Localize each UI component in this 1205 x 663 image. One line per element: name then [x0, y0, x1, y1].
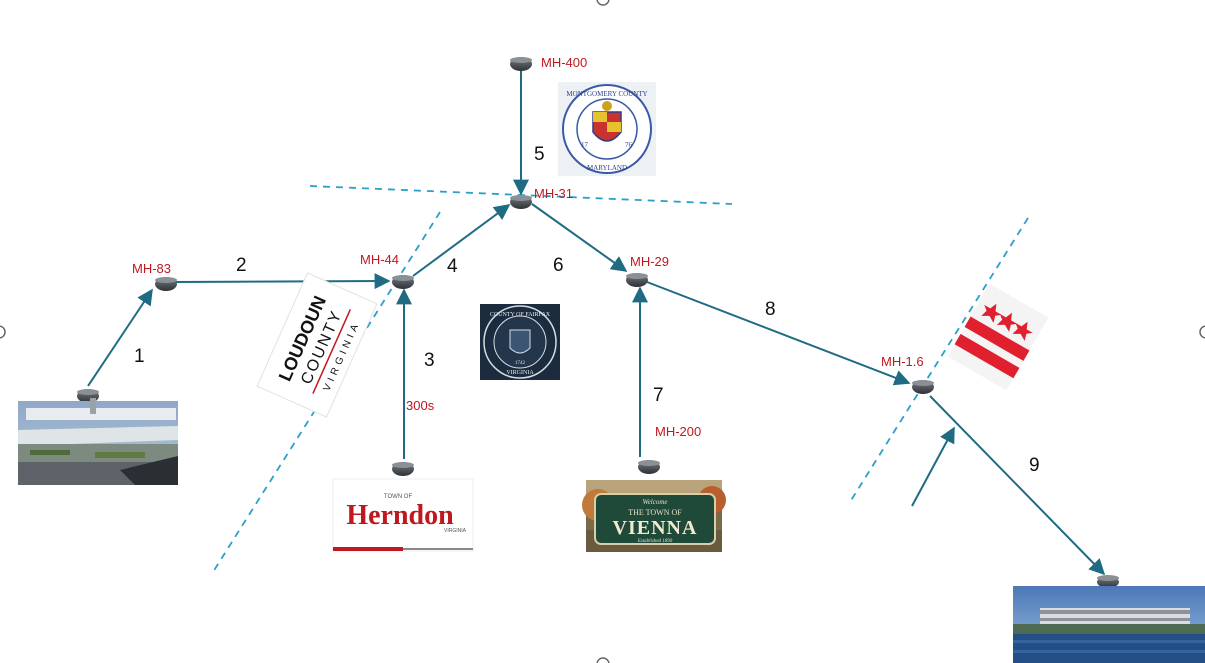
label-mh-1-6: MH-1.6: [881, 354, 924, 369]
manhole-icon: [626, 273, 648, 287]
pipe-segment-4: [412, 204, 511, 277]
montgomery-top-text: MONTGOMERY COUNTY: [566, 90, 647, 98]
selection-handle-bottom[interactable]: [596, 657, 610, 663]
segment-number-1: 1: [134, 346, 145, 367]
herndon-sub-text: VIRGINIA: [444, 528, 467, 534]
montgomery-year-right: 76: [625, 141, 633, 149]
segment-number-8: 8: [765, 299, 776, 320]
herndon-logo: TOWN OF Herndon VIRGINIA: [332, 478, 474, 552]
label-mh-83: MH-83: [132, 261, 171, 276]
label-300s: 300s: [406, 398, 435, 413]
airport-photo: [18, 398, 178, 485]
segment-number-7: 7: [653, 385, 664, 406]
label-mh-31: MH-31: [534, 186, 573, 201]
manhole-icon: [155, 277, 177, 291]
fairfax-top-text: COUNTY OF FAIRFAX: [490, 312, 551, 318]
pipe-segment-1: [87, 288, 153, 387]
manhole-icon: [392, 462, 414, 476]
pipe-segment-6: [531, 203, 628, 272]
pipe-segment-8: [646, 281, 911, 386]
label-mh-200: MH-200: [655, 424, 701, 439]
label-mh-29: MH-29: [630, 254, 669, 269]
treatment-plant-photo: [1013, 586, 1205, 663]
vienna-established: Established 1890: [637, 539, 673, 544]
segment-number-2: 2: [236, 255, 247, 276]
pipe-segment-2: [174, 273, 391, 290]
manhole-icon: [392, 275, 414, 289]
segment-number-6: 6: [553, 255, 564, 276]
pipe-inflow-arrow: [911, 426, 955, 507]
loudoun-county-logo: LOUDOUN COUNTY VIRGINIA: [256, 272, 378, 418]
herndon-name: Herndon: [346, 500, 454, 531]
manhole-icon: [638, 460, 660, 474]
montgomery-bottom-text: MARYLAND: [587, 164, 627, 172]
segment-number-5: 5: [534, 144, 545, 165]
fairfax-bottom-text: VIRGINIA: [506, 370, 534, 376]
segment-number-3: 3: [424, 350, 435, 371]
label-mh-44: MH-44: [360, 252, 399, 267]
vienna-line1: THE TOWN OF: [628, 508, 682, 517]
manhole-icon: [510, 195, 532, 209]
label-mh-400: MH-400: [541, 55, 587, 70]
manhole-icon: [912, 380, 934, 394]
segment-number-9: 9: [1029, 455, 1040, 476]
herndon-small-text: TOWN OF: [384, 494, 413, 500]
fairfax-year: 1742: [515, 361, 526, 366]
vienna-sign-photo: Welcome THE TOWN OF VIENNA Established 1…: [582, 480, 726, 552]
selection-handle-top[interactable]: [596, 0, 610, 6]
selection-handle-left[interactable]: [0, 325, 6, 339]
segment-number-4: 4: [447, 256, 458, 277]
manhole-icon: [510, 57, 532, 71]
selection-handle-right[interactable]: [1199, 325, 1205, 339]
pipe-segment-9: [929, 395, 1106, 576]
dc-flag: [947, 283, 1049, 391]
vienna-welcome: Welcome: [642, 498, 667, 506]
boundary-dc: [849, 217, 1029, 503]
vienna-line2: VIENNA: [613, 517, 698, 539]
montgomery-year-left: 17: [581, 141, 589, 149]
montgomery-county-seal: MONTGOMERY COUNTY MARYLAND 17 76: [558, 82, 656, 176]
fairfax-county-seal: COUNTY OF FAIRFAX 1742 VIRGINIA: [480, 304, 560, 380]
manhole-icon: [1097, 575, 1119, 588]
